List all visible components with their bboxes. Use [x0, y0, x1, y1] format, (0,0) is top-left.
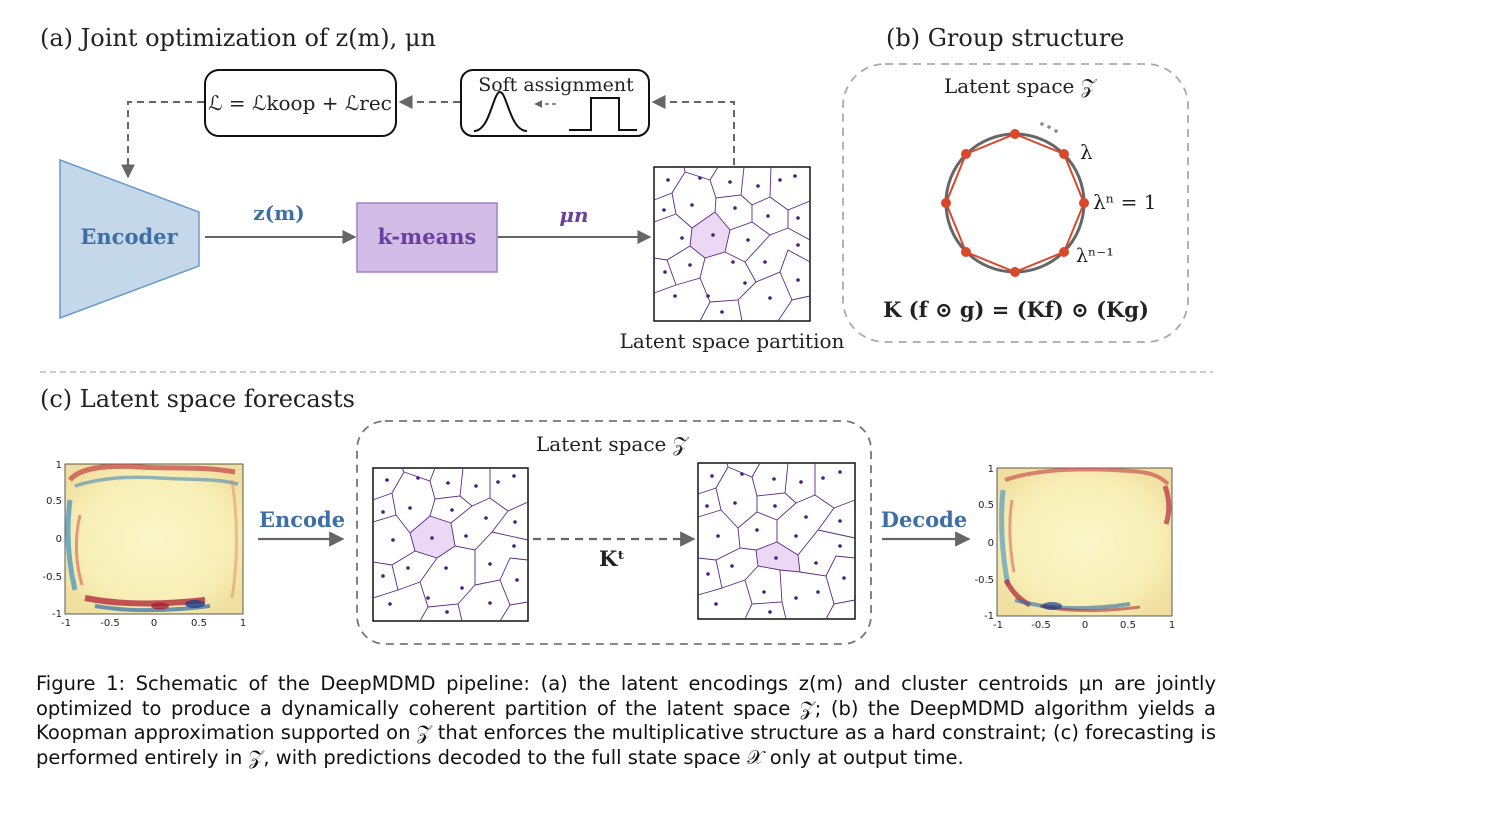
gaussian-curve-icon	[473, 90, 528, 132]
koopman-label: Kᵗ	[599, 546, 625, 571]
svg-text:-1: -1	[52, 609, 62, 620]
z-label: z(m)	[253, 201, 304, 225]
panel-b-latent-label: Latent space 𝒵	[944, 74, 1098, 98]
svg-text:-1: -1	[984, 611, 994, 622]
svg-text:1: 1	[240, 618, 246, 629]
soft-assignment-box	[460, 69, 650, 137]
group-structure-box	[842, 63, 1189, 343]
svg-text:0.5: 0.5	[46, 496, 62, 507]
step-function-icon	[569, 97, 637, 131]
svg-text:0.5: 0.5	[191, 618, 207, 629]
encode-label: Encode	[259, 507, 345, 532]
svg-text:-0.5: -0.5	[100, 618, 120, 629]
arrow-loss-to-encoder	[121, 101, 204, 179]
soft-assignment-label: Soft assignment	[478, 74, 634, 96]
voronoi-partition-forecast	[697, 462, 856, 620]
svg-text:0: 0	[56, 534, 62, 545]
latent-space-container	[356, 420, 872, 645]
svg-text:0: 0	[1082, 620, 1088, 631]
svg-text:0: 0	[151, 618, 157, 629]
output-state-heatmap	[996, 467, 1173, 617]
svg-text:0: 0	[988, 538, 994, 549]
kmeans-label: k-means	[378, 224, 477, 249]
svg-text:-0.5: -0.5	[974, 575, 994, 586]
arrow-partition-to-soft	[651, 95, 735, 165]
encoder-label: Encoder	[80, 224, 178, 249]
lambda-n-minus-1-label: λⁿ⁻¹	[1076, 245, 1114, 267]
loss-formula: ℒ = ℒkoop + ℒrec	[208, 91, 392, 115]
input-heatmap-x-ticks: -1 -0.5 0 0.5 1	[61, 618, 246, 629]
panel-b-title: (b) Group structure	[886, 24, 1124, 52]
figure-caption: Figure 1: Schematic of the DeepMDMD pipe…	[36, 672, 1216, 770]
decode-label: Decode	[881, 507, 967, 532]
panel-c-latent-label: Latent space 𝒵	[536, 432, 690, 456]
lambda-label: λ	[1080, 140, 1093, 164]
input-state-heatmap	[64, 463, 244, 615]
loss-box	[204, 69, 397, 137]
svg-text:0.5: 0.5	[1120, 620, 1136, 631]
panel-a-title: (a) Joint optimization of z(m), μn	[40, 24, 436, 52]
figure-1-schematic: (a) Joint optimization of z(m), μn ℒ = ℒ…	[40, 24, 1213, 645]
partition-caption: Latent space partition	[620, 329, 845, 353]
roots-of-unity-polygon	[941, 129, 1089, 277]
input-heatmap-y-ticks: 1 0.5 0 -0.5 -1	[42, 460, 62, 620]
svg-text:1: 1	[1169, 620, 1175, 631]
svg-text:1: 1	[56, 460, 62, 471]
svg-text:1: 1	[988, 464, 994, 475]
voronoi-partition-a	[653, 166, 811, 322]
voronoi-partition-current	[372, 467, 529, 622]
svg-text:-1: -1	[993, 620, 1003, 631]
panel-c-title: (c) Latent space forecasts	[40, 385, 355, 413]
svg-text:-0.5: -0.5	[42, 572, 62, 583]
output-heatmap-y-ticks: 1 0.5 0 -0.5 -1	[974, 464, 994, 622]
encoder-block	[59, 158, 200, 320]
mu-label: μn	[559, 203, 588, 227]
output-heatmap-x-ticks: -1 -0.5 0 0.5 1	[993, 620, 1175, 631]
svg-text:-0.5: -0.5	[1031, 620, 1051, 631]
multiplicative-equation: K (f ⊙ g) = (Kf) ⊙ (Kg)	[883, 297, 1149, 322]
lambda-n-label: λⁿ = 1	[1093, 190, 1157, 214]
figure-caption-text: Figure 1: Schematic of the DeepMDMD pipe…	[36, 672, 1216, 769]
svg-text:0.5: 0.5	[978, 500, 994, 511]
kmeans-block	[356, 202, 498, 273]
svg-text:-1: -1	[61, 618, 71, 629]
ellipsis-dots	[1040, 122, 1058, 133]
